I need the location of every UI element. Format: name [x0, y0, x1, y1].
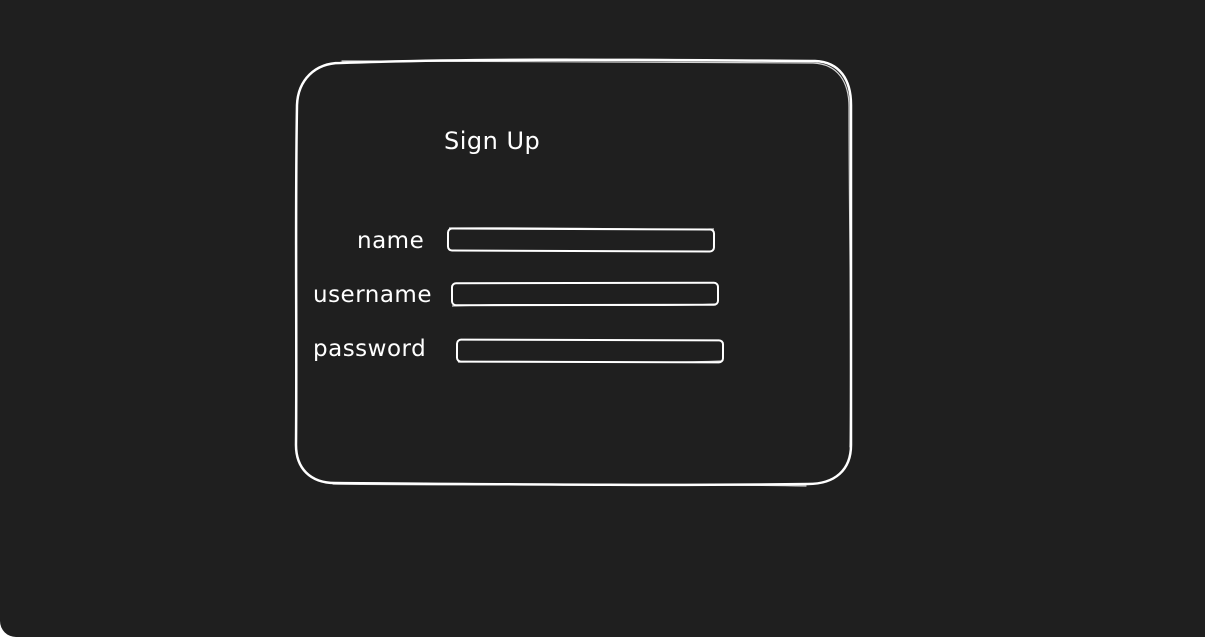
form-title: Sign Up: [444, 127, 541, 155]
name-input[interactable]: [446, 227, 716, 253]
username-input[interactable]: [450, 281, 720, 307]
username-label: username: [313, 282, 432, 308]
name-label: name: [357, 228, 425, 254]
password-input[interactable]: [455, 338, 725, 364]
password-label: password: [313, 336, 427, 362]
